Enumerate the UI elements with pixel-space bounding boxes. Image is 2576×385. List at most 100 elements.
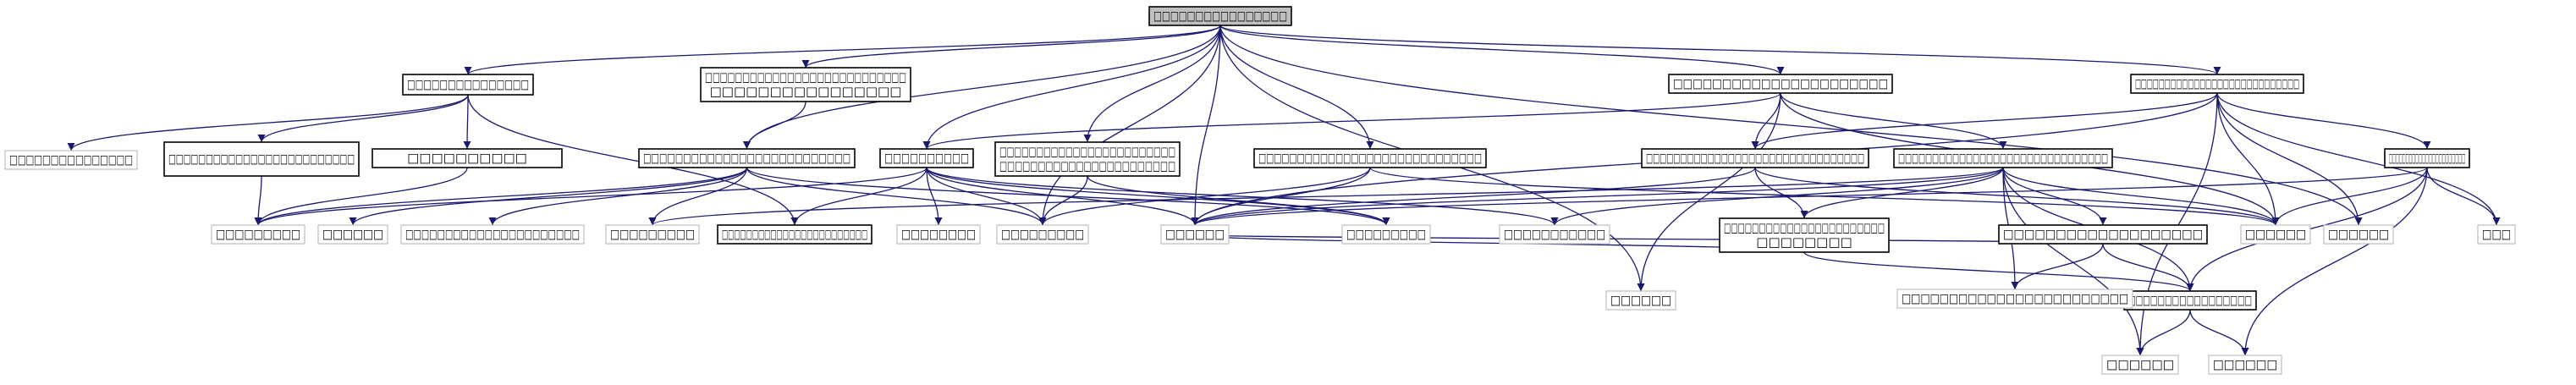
edge-n3-n24	[746, 167, 1047, 226]
node-box	[1641, 148, 1869, 168]
node-label: □□□□□□□□□□□□□□□□□□□□□□□□□□	[643, 151, 850, 166]
graph-node-n6[interactable]: □□□□□□□□□□□□□□□□□□□□□□□□□□□□□□□□□□□□□□□□…	[994, 141, 1181, 177]
graph-node-n32[interactable]: □□□□□□□□□□□□□□□□□□□□□□□□	[1896, 289, 2133, 309]
node-label: □□□□□□	[2245, 227, 2306, 242]
node-label: □□□□□□□□□□□□□□□□	[1153, 8, 1287, 24]
graph-node-n12[interactable]: □□□□□□□□□□□□□□□□□□□□□□□□□	[163, 141, 360, 177]
edge-n9-n14	[1754, 167, 1808, 219]
graph-node-n25[interactable]: □□□□□□	[1160, 224, 1230, 245]
graph-node-n18[interactable]: □□□□□□□□□□□□□□□	[4, 150, 138, 170]
graph-node-n15[interactable]: □□□□□□□□□□□□□□□□□□□	[1998, 224, 2208, 245]
node-label: □□□□□□□□□□□□□□□□□□□□□□	[1673, 76, 1888, 91]
node-label: □□□□□□□□□□□□□□□	[407, 77, 529, 92]
edge-n6-n24	[1038, 175, 1088, 226]
node-label: □□□□□□□□□□□□□□□	[9, 152, 133, 168]
graph-node-n8[interactable]: □□□□□□□□□□□□□□□□□□□□□□□□□□□□	[2130, 74, 2304, 94]
node-label: □□□□□□□□□□□□□□□□□□□□□□□□□□□□□	[1258, 151, 1482, 166]
edge-n8-n33	[2136, 92, 2218, 356]
edge-n1-n13	[463, 94, 471, 150]
node-box	[1160, 224, 1230, 245]
node-label: □□□□□□□□□□□□□□□□□□□□□□□	[1724, 220, 1885, 235]
graph-node-n20[interactable]: □□□□□□	[317, 224, 388, 245]
graph-node-n13[interactable]: □□□□□□□□□□	[372, 148, 563, 168]
node-label: □□□□□□□□□	[610, 227, 695, 242]
graph-node-n5[interactable]: □□□□□□□□□□	[879, 148, 974, 168]
node-label: □□□□□□□□□□□□□□□□□□□□□□□□	[1902, 291, 2128, 306]
edge-n15-n32	[2011, 243, 2104, 290]
edge-n11-n34	[2241, 167, 2428, 356]
edge-n4-n5	[922, 92, 1781, 150]
node-box	[1893, 148, 2113, 168]
graph-node-n29[interactable]: □□□□□□	[2240, 224, 2311, 245]
graph-node-n2[interactable]: □□□□□□□□□□□□□□□□□□□□□□□□□□□□□□□□□□□□□□□□…	[700, 67, 911, 102]
edge-n11-n29	[2271, 167, 2428, 226]
node-label: □□□□□□□□□□□□□□□□	[710, 84, 902, 99]
edge-n6-n26	[1087, 175, 1390, 226]
edge-n10-n27	[1550, 167, 2004, 226]
graph-node-n4[interactable]: □□□□□□□□□□□□□□□□□□□□□□	[1668, 74, 1893, 94]
graph-node-n31[interactable]: □□□□□□	[2323, 224, 2394, 245]
edge-n10-n25	[1191, 167, 2004, 226]
graph-node-n30[interactable]: □□□	[2477, 224, 2516, 245]
node-box	[1341, 224, 1431, 245]
node-box	[1253, 148, 1487, 168]
graph-node-n33[interactable]: □□□□□□	[2101, 355, 2179, 375]
node-label: □□□□□□□□□□□□□□□□□□□□□□□□□□□□□□□□	[1646, 151, 1864, 166]
graph-node-n7[interactable]: □□□□□□□□□□□□□□□□□□□□□□□□□□□□□	[1253, 148, 1487, 168]
edge-n2-n3	[743, 101, 806, 150]
node-label: □□□□□□	[322, 227, 383, 242]
graph-node-n9[interactable]: □□□□□□□□□□□□□□□□□□□□□□□□□□□□□□□□	[1641, 148, 1869, 168]
graph-node-n3[interactable]: □□□□□□□□□□□□□□□□□□□□□□□□□□	[638, 148, 856, 168]
edge-n16-n33	[2136, 309, 2191, 356]
node-box	[1719, 217, 1890, 253]
graph-node-n21[interactable]: □□□□□□□□□□□□□□□□□□□□□□	[400, 224, 585, 245]
node-label: □□□□□□□□□□□□□□□□□□□□□□□□	[999, 144, 1175, 159]
graph-node-n10[interactable]: □□□□□□□□□□□□□□□□□□□□□□□□□□□□□□□	[1893, 148, 2113, 168]
node-box	[2477, 224, 2516, 245]
graph-node-n17[interactable]: □□□□□□□□□□□□□□□□□□□□□□□□	[717, 224, 872, 245]
edge-n10-n33	[2002, 167, 2144, 356]
node-box	[1896, 289, 2133, 309]
graph-node-n22[interactable]: □□□□□□□□□	[605, 224, 700, 245]
edge-n0-n6	[1083, 25, 1221, 143]
graph-node-n16[interactable]: □□□□□□□□□□□□□□□□□	[2123, 290, 2257, 311]
edge-n3-n19	[254, 167, 748, 226]
edge-n5-n25	[926, 167, 1199, 226]
node-box	[4, 150, 138, 170]
graph-node-n28[interactable]: □□□□□□	[1605, 290, 1676, 311]
node-box	[400, 224, 585, 245]
graph-node-n11[interactable]: □□□□□□□□□□□□□□□□□□□□□□□	[2384, 148, 2470, 168]
graph-node-n27[interactable]: □□□□□□□□□□□	[1499, 224, 1610, 245]
graph-node-n1[interactable]: □□□□□□□□□□□□□□□	[402, 74, 534, 96]
node-box	[2240, 224, 2311, 245]
node-label: □□□□□□	[2106, 357, 2174, 372]
edge-n10-n22	[648, 167, 2004, 226]
node-box	[605, 224, 700, 245]
edge-n16-n34	[2189, 309, 2249, 356]
edge-n0-n2	[801, 25, 1221, 69]
graph-node-n24[interactable]: □□□□□□□□□	[996, 224, 1089, 245]
node-label: □□□□□□	[2328, 227, 2389, 242]
node-box	[317, 224, 388, 245]
node-box	[1499, 224, 1610, 245]
edge-n10-n14	[1800, 167, 2004, 219]
edge-n10-n29	[2002, 167, 2280, 226]
node-label: □□□□□□□□□□□□□□□□□□□□□□□□□□□□□□□	[1898, 151, 2108, 166]
node-box	[996, 224, 1089, 245]
edge-n15-n25	[1192, 234, 2104, 245]
edge-n10-n15	[2002, 167, 2107, 226]
graph-node-n0[interactable]: □□□□□□□□□□□□□□□□	[1148, 6, 1292, 26]
node-layer: □□□□□□□□□□□□□□□□□□□□□□□□□□□□□□□□□□□□□□□□…	[4, 6, 2516, 375]
node-label: □□□□□□	[1165, 227, 1225, 242]
edge-n13-n19	[254, 167, 468, 226]
node-label: □□□□□□□□□□□□□□□□□	[2128, 293, 2252, 308]
graph-node-n14[interactable]: □□□□□□□□□□□□□□□□□□□□□□□□□□□□□□□	[1719, 217, 1890, 253]
graph-node-n19[interactable]: □□□□□□□□□	[211, 224, 305, 245]
graph-node-n26[interactable]: □□□□□□□□□	[1341, 224, 1431, 245]
node-label: □□□	[2482, 227, 2511, 242]
graph-node-n23[interactable]: □□□□□□□□	[896, 224, 981, 245]
graph-node-n34[interactable]: □□□□□□	[2208, 355, 2282, 375]
edge-n0-n31	[1219, 25, 2363, 226]
edge-n12-n19	[254, 175, 262, 226]
edge-n1-n12	[257, 94, 469, 143]
